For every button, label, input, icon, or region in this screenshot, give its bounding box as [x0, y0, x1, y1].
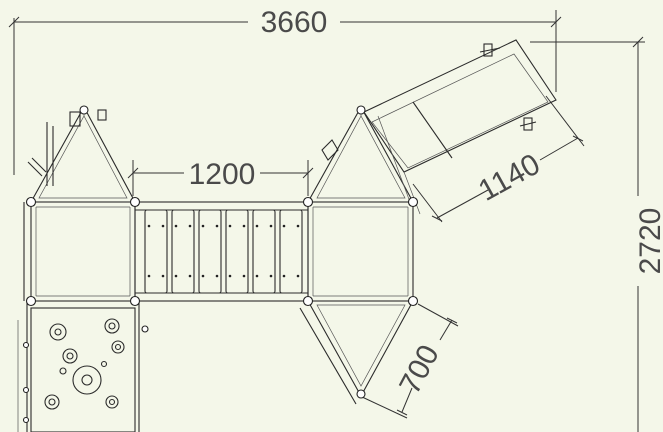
climbing-hold — [104, 318, 120, 334]
climbing-wall-panel — [17, 301, 140, 432]
dimension-overall-height: 2720 — [530, 36, 663, 432]
dimension-slide-length: 1140 — [412, 95, 585, 223]
post-bolt — [25, 196, 37, 208]
bridge-plank — [198, 209, 222, 294]
dimension-overall-width: 3660 — [8, 6, 562, 175]
post-bolt — [22, 386, 30, 394]
post-bolt — [302, 196, 314, 208]
post-bolt — [356, 105, 366, 115]
climbing-hold — [72, 365, 102, 395]
post-bolt — [25, 295, 37, 307]
post-bolt — [22, 341, 30, 349]
dimension-label-side-offset: 700 — [393, 340, 446, 400]
climbing-hold — [49, 323, 67, 341]
bridge-plank — [252, 209, 276, 294]
plank-bridge — [134, 201, 309, 302]
dimension-label-slide-length: 1140 — [473, 148, 545, 208]
bridge-plank — [144, 209, 168, 294]
climbing-hold — [105, 395, 119, 409]
post-bolt — [141, 325, 149, 333]
post-bolt — [407, 295, 419, 307]
post-bolt — [356, 389, 366, 399]
slide — [363, 39, 557, 215]
post-bolts — [22, 105, 419, 424]
post-bolt — [407, 196, 419, 208]
climbing-hold — [44, 394, 60, 410]
bridge-plank — [279, 209, 303, 294]
right-tower-deck — [307, 201, 414, 302]
bridge-plank — [225, 209, 249, 294]
left-tower-deck — [23, 201, 136, 302]
climbing-hold — [62, 348, 78, 364]
bridge-plank — [171, 209, 195, 294]
post-bolt — [129, 295, 141, 307]
dimension-label-overall-width: 3660 — [261, 6, 328, 39]
left-tower-roof — [27, 105, 136, 203]
dimension-bridge-length: 1200 — [127, 158, 314, 196]
post-bolt — [79, 105, 89, 115]
post-bolt — [302, 295, 314, 307]
post-bolt — [129, 196, 141, 208]
right-tower-side-platform — [299, 300, 414, 405]
climbing-hold — [111, 340, 125, 354]
dimension-label-overall-height: 2720 — [634, 208, 663, 275]
post-bolt — [22, 416, 30, 424]
dimension-label-bridge-length: 1200 — [189, 158, 256, 191]
